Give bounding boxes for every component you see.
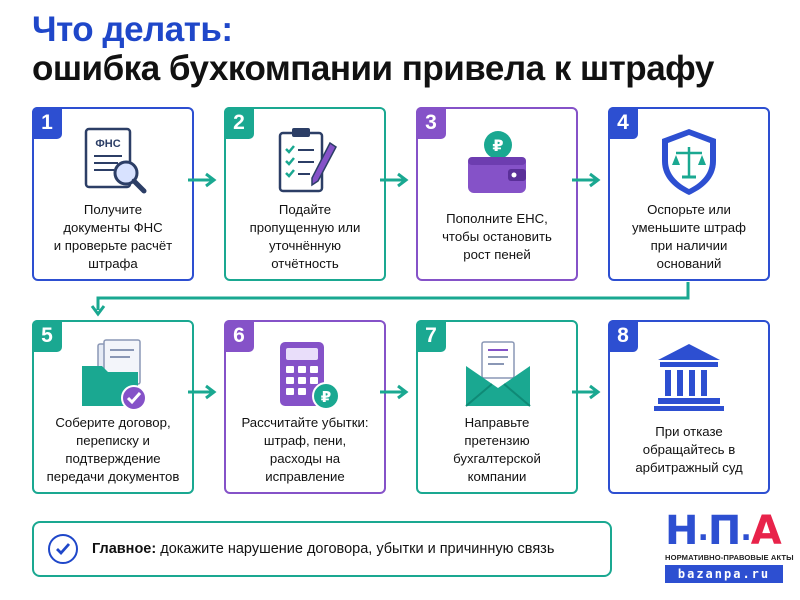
shield-scales-icon [610,123,768,203]
step-text: Рассчитайте убытки: штраф, пени, расходы… [241,415,369,484]
step-number: 1 [32,107,62,139]
step-card-2: 2 Подайте пропущенную или уточнённую отч… [224,107,386,281]
summary-label: Главное: [92,541,157,557]
document-label: ФНС [95,138,120,150]
step-card-5: 5 Соберите договор, переписку и подтверж… [32,320,194,494]
title-line-2: ошибка бухкомпании привела к штрафу [32,49,714,89]
step-text: При отказе обращайтесь в арбитражный суд [635,424,743,475]
step-number: 3 [416,107,446,139]
arrow-right-icon [572,384,601,400]
step-text: Оспорьте или уменьшите штраф при наличии… [632,202,746,271]
envelope-letter-icon [418,336,576,416]
summary-box: Главное: докажите нарушение договора, уб… [32,521,612,577]
arrow-right-icon [188,384,217,400]
summary-text: Главное: докажите нарушение договора, уб… [92,541,554,557]
wallet-ruble-icon: ₽ [418,123,576,203]
clipboard-checklist-icon [226,123,384,203]
arrow-right-icon [188,172,217,188]
step-number: 7 [416,320,446,352]
arrow-right-icon [572,172,601,188]
ruble-label: ₽ [492,136,503,155]
step-card-8: 8 При отказе обращайтесь в арбитражный с… [608,320,770,494]
summary-body: докажите нарушение договора, убытки и пр… [156,541,555,557]
step-card-3: 3 ₽ Пополните ЕНС, чтобы остановить рост… [416,107,578,281]
step-text: Получите документы ФНС и проверьте расчё… [53,202,173,271]
arrow-right-icon [380,384,409,400]
arrow-right-icon [380,172,409,188]
logo-subtitle: НОРМАТИВНО-ПРАВОВЫЕ АКТЫ [665,553,794,562]
step-number: 2 [224,107,254,139]
step-card-1: 1 ФНС Получите документы ФНС и проверьте… [32,107,194,281]
step-number: 5 [32,320,62,352]
step-card-7: 7 Направьте претензию бухгалтерской комп… [416,320,578,494]
step-number: 4 [608,107,638,139]
logo-url: bazanpa.ru [665,565,783,583]
step-card-4: 4 Оспорьте или уменьшите штраф при налич… [608,107,770,281]
connector-arrow-icon [90,282,690,317]
step-number: 8 [608,320,638,352]
step-text: Пополните ЕНС, чтобы остановить рост пен… [442,211,552,262]
courthouse-icon [610,336,768,416]
step-text: Соберите договор, переписку и подтвержде… [46,415,180,484]
step-number: 6 [224,320,254,352]
step-text: Направьте претензию бухгалтерской компан… [453,415,541,484]
title-line-1: Что делать: [32,10,233,49]
document-magnifier-icon: ФНС [34,123,192,203]
npa-logo: Н.П.А НОРМАТИВНО-ПРАВОВЫЕ АКТЫ bazanpa.r… [665,508,794,585]
step-card-6: 6 ₽ Рассчитайте убытки: штраф, пени, рас… [224,320,386,494]
step-text: Подайте пропущенную или уточнённую отчёт… [249,202,361,271]
checkmark-icon [48,534,78,564]
calculator-ruble-icon: ₽ [226,336,384,416]
folder-check-icon [34,336,192,416]
ruble-label: ₽ [321,388,331,406]
logo-mark: Н.П.А [665,508,782,554]
page-title: Что делать: ошибка бухкомпании привела к… [32,10,714,88]
